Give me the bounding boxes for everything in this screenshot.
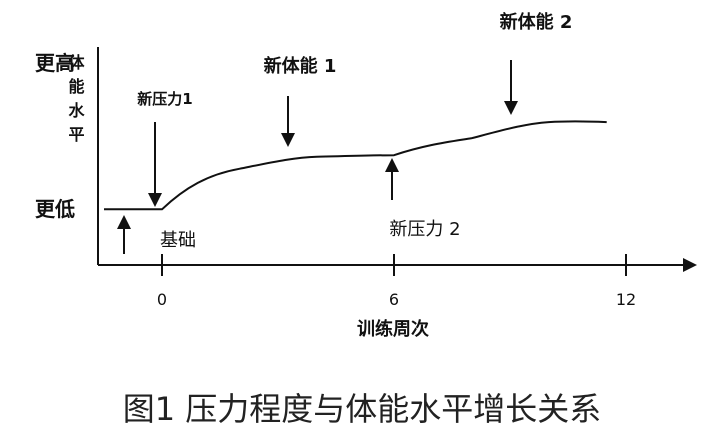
label-new-stress-2: 新压力 2 <box>389 219 460 240</box>
y-level-high: 更高 <box>35 51 75 75</box>
label-new-fitness-1: 新体能 1 <box>264 55 337 77</box>
y-level-low: 更低 <box>35 197 75 221</box>
x-tick-label-0: 0 <box>157 290 167 309</box>
x-tick-label-6: 6 <box>389 290 399 309</box>
label-new-fitness-2: 新体能 2 <box>500 11 573 33</box>
label-new-stress-1: 新压力1 <box>137 90 192 108</box>
figure-caption: 图1 压力程度与体能水平增长关系 <box>123 390 602 428</box>
fitness-curve <box>104 120 607 211</box>
x-tick-label-12: 12 <box>616 290 636 309</box>
y-axis-label: 体能水平 <box>66 53 85 150</box>
label-baseline: 基础 <box>160 230 196 251</box>
x-axis-label: 训练周次 <box>357 318 429 340</box>
